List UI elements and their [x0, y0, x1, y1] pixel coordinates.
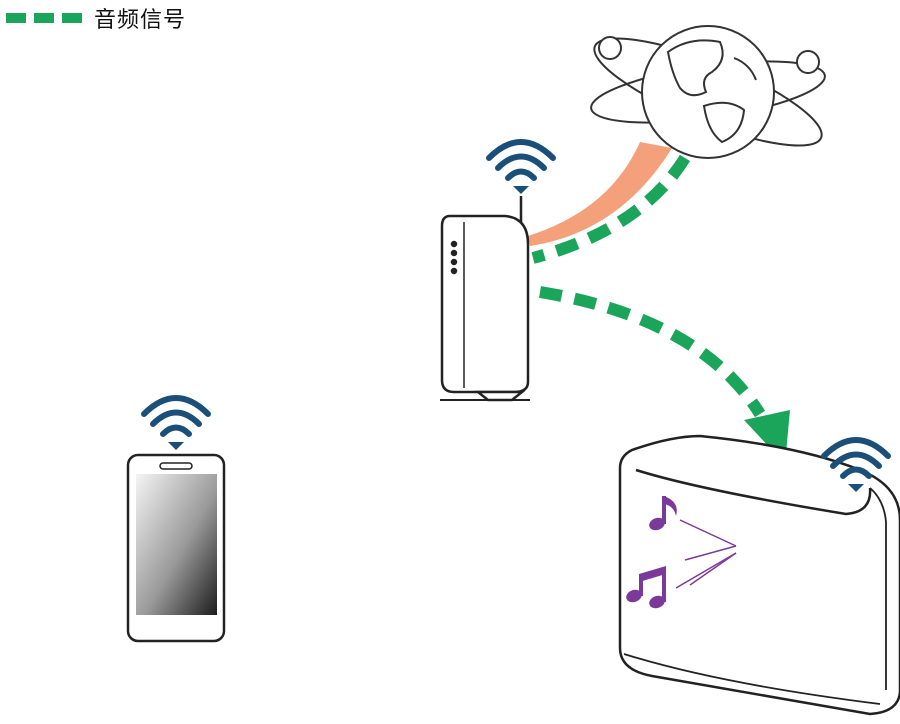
smartphone-wifi-icon: [141, 395, 211, 450]
speaker-wifi-icon: [821, 437, 891, 492]
router-icon: [440, 196, 530, 402]
audio-signal-router-to-speaker: [539, 286, 766, 418]
internet-connection-band: [528, 142, 672, 246]
smartphone-icon: [126, 453, 226, 643]
legend: 音频信号: [6, 2, 186, 34]
smartphone-screen: [136, 474, 217, 615]
router-wifi-icon: [486, 139, 556, 194]
audio-signal-dash-icon: [6, 13, 82, 23]
legend-label: 音频信号: [94, 8, 187, 33]
audio-signal-globe-to-router: [531, 154, 691, 264]
globe-icon: [590, 25, 826, 159]
music-notes-icon: [626, 496, 737, 609]
